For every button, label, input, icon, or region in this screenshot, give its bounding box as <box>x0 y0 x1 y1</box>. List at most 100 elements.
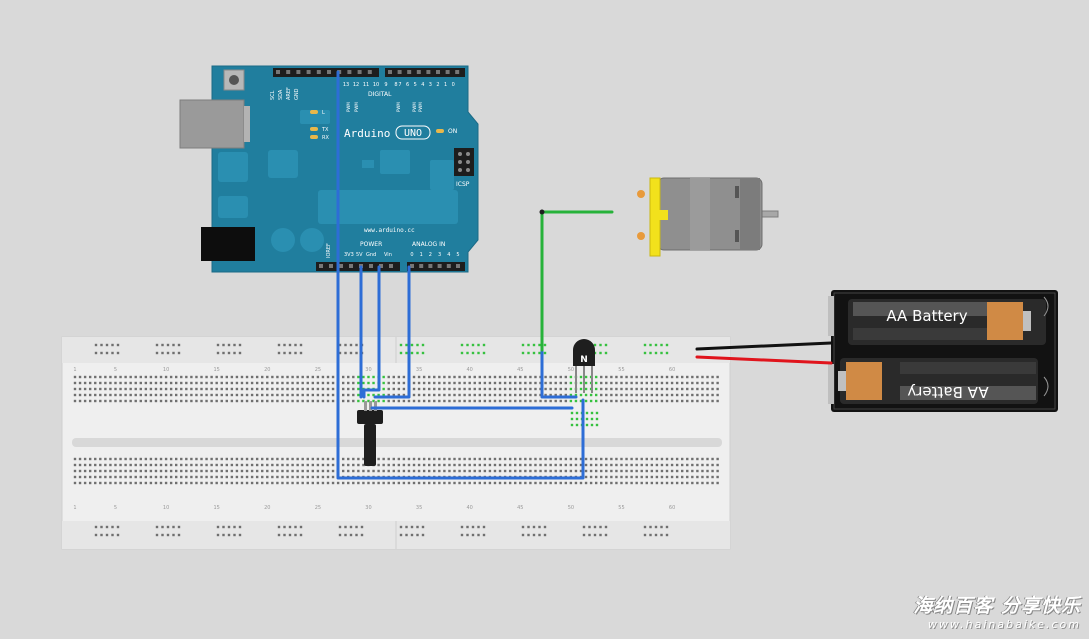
breadboard: 1155101015152020252530303535404045455050… <box>61 336 731 550</box>
digital-pin-label: 9 <box>384 82 387 88</box>
watermark-url: www.hainabaike.com <box>927 618 1081 631</box>
digital-pin-label: 13 <box>343 82 349 88</box>
icsp-header <box>454 148 474 176</box>
digital-pin-label: 5 <box>414 82 417 88</box>
wire-black-battery <box>695 341 833 351</box>
dc-motor <box>637 177 779 257</box>
breadboard-column-number: 35 <box>416 505 422 511</box>
breadboard-column-number: 15 <box>213 505 219 511</box>
pwm-label: PWM <box>418 102 423 112</box>
breadboard-column-number: 25 <box>315 505 321 511</box>
power-label: POWER <box>360 241 382 248</box>
led-on <box>436 129 444 133</box>
analog-pin-label: 0 <box>410 252 413 258</box>
digital-pin-label: 11 <box>363 82 369 88</box>
digital-pin-label: 6 <box>406 82 409 88</box>
wire-blue-gnd <box>362 265 381 399</box>
icsp-label: ICSP <box>456 181 470 188</box>
digital-pin-label: 1 <box>444 82 447 88</box>
breadboard-column-number: 30 <box>365 505 371 511</box>
battery-cell-1: AA Battery <box>848 299 1046 345</box>
breadboard-column-number: 10 <box>163 367 169 373</box>
digital-pin-label: 12 <box>353 82 359 88</box>
breadboard-column-number: 15 <box>213 367 219 373</box>
breadboard-column-number: 60 <box>669 367 675 373</box>
breadboard-column-number: 45 <box>517 367 523 373</box>
pin-gnd-label: Gnd <box>366 252 376 258</box>
analog-pin-label: 2 <box>429 252 432 258</box>
breadboard-column-number: 45 <box>517 505 523 511</box>
breadboard-column-number: 1 <box>73 367 76 373</box>
breadboard-column-number: 55 <box>618 367 624 373</box>
led-rx-label: RX <box>322 135 329 141</box>
led-rx <box>310 135 318 139</box>
pin-3v3-label: 3V3 <box>344 252 354 258</box>
digital-pin-label: 0 <box>452 82 455 88</box>
arduino-brand: Arduino <box>344 127 390 140</box>
breadboard-column-number: 55 <box>618 505 624 511</box>
transistor-label: N <box>580 355 588 365</box>
breadboard-column-number: 20 <box>264 505 270 511</box>
led-tx-label: TX <box>321 127 329 133</box>
on-label: ON <box>448 128 457 135</box>
digital-pin-label: 8 <box>394 82 397 88</box>
breadboard-column-number: 50 <box>568 505 574 511</box>
potentiometer <box>357 401 383 466</box>
ioref-label: IOREF <box>326 243 332 258</box>
battery-cell-2: AA Battery <box>838 358 1038 404</box>
breadboard-column-number: 40 <box>466 367 472 373</box>
analog-pin-label: 4 <box>447 252 450 258</box>
pwm-label: PWM <box>354 102 359 112</box>
digital-pin-label: 4 <box>421 82 424 88</box>
breadboard-column-number: 35 <box>416 367 422 373</box>
arduino-model: UNO <box>404 128 422 139</box>
breadboard-column-number: 40 <box>466 505 472 511</box>
wire-blue-transistor-gnd <box>540 348 578 399</box>
pin-5v-label: 5V <box>356 252 363 258</box>
battery-cell-2-label: AA Battery <box>907 383 988 401</box>
battery-cell-1-label: AA Battery <box>886 307 967 325</box>
analog-in-label: ANALOG IN <box>412 241 445 248</box>
arduino-url: www.arduino.cc <box>364 227 415 234</box>
pwm-label: PWM <box>396 102 401 112</box>
breadboard-column-number: 10 <box>163 505 169 511</box>
analog-pin-label: 3 <box>438 252 441 258</box>
arduino-uno-board: Arduino UNO www.arduino.cc ON ICSP DIGIT… <box>179 65 479 273</box>
aref-label: AREF <box>286 87 292 100</box>
digital-pin-label: 10 <box>373 82 379 88</box>
watermark: 海纳百客 分享快乐 www.hainabaike.com <box>913 591 1081 631</box>
pwm-label: PWM <box>346 102 351 112</box>
led-tx <box>310 127 318 131</box>
breadboard-column-number: 5 <box>114 505 117 511</box>
digital-pin-label: 2 <box>436 82 439 88</box>
analog-pin-label: 5 <box>456 252 459 258</box>
pin-vin-label: Vin <box>384 252 392 258</box>
led-l-label: L <box>322 110 325 116</box>
wire-green-motor <box>540 210 614 352</box>
wire-blue-vin <box>373 265 411 399</box>
breadboard-column-number: 60 <box>669 505 675 511</box>
battery-pack: AA Battery AA Battery <box>828 290 1058 412</box>
breadboard-column-number: 50 <box>568 367 574 373</box>
scl-label: SCL <box>270 90 276 100</box>
analog-pin-label: 1 <box>420 252 423 258</box>
breadboard-column-number: 5 <box>114 367 117 373</box>
breadboard-column-number: 20 <box>264 367 270 373</box>
wires <box>336 70 833 480</box>
npn-transistor: N <box>573 339 595 393</box>
breadboard-column-number: 25 <box>315 367 321 373</box>
usb-connector <box>179 99 245 149</box>
breadboard-column-number: 1 <box>73 505 76 511</box>
digital-pin-label: 7 <box>398 82 401 88</box>
sda-label: SDA <box>278 89 284 100</box>
gnd-top-label: GND <box>294 88 300 100</box>
led-l <box>310 110 318 114</box>
watermark-text: 海纳百客 分享快乐 <box>913 595 1081 617</box>
digital-pin-label: 3 <box>429 82 432 88</box>
power-jack <box>201 227 255 261</box>
digital-label: DIGITAL <box>368 91 392 98</box>
wire-red-battery <box>695 355 833 365</box>
pwm-label: PWM <box>412 102 417 112</box>
breadboard-column-number: 30 <box>365 367 371 373</box>
